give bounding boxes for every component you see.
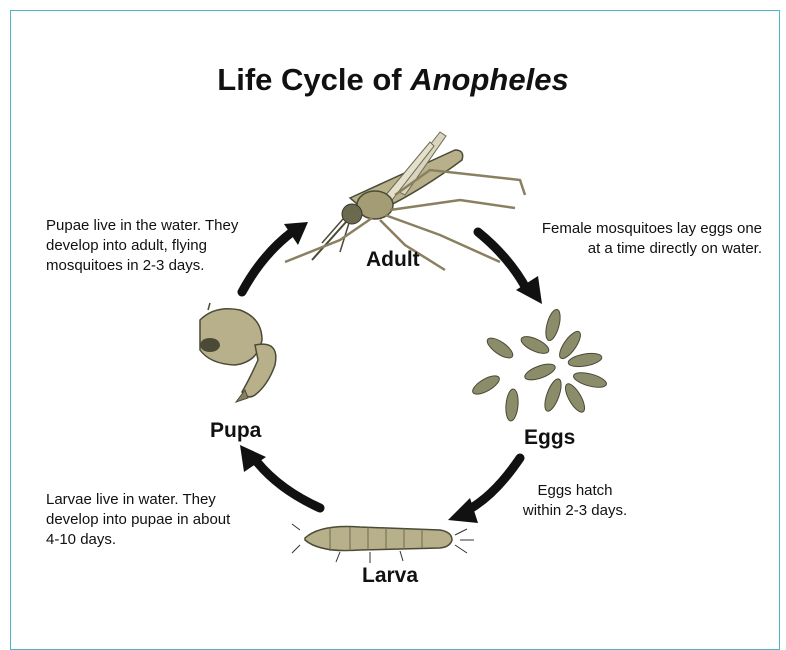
note-line: within 2-3 days. (520, 501, 630, 521)
note-line: Eggs hatch (520, 481, 630, 501)
note-line: Pupae live in the water. They (46, 216, 286, 236)
note-larva-to-pupa: Larvae live in water. They develop into … (46, 490, 286, 550)
eggs-illustration (470, 308, 608, 421)
note-line: at a time directly on water. (500, 239, 762, 259)
note-pupa-to-adult: Pupae live in the water. They develop in… (46, 216, 286, 276)
stage-label-larva: Larva (362, 564, 418, 588)
note-line: Female mosquitoes lay eggs one (500, 219, 762, 239)
note-line: develop into adult, flying (46, 236, 286, 256)
note-line: Larvae live in water. They (46, 490, 286, 510)
arrow-eggs-to-larva (468, 458, 520, 510)
note-adult-to-eggs: Female mosquitoes lay eggs one at a time… (500, 219, 762, 259)
note-line: mosquitoes in 2-3 days. (46, 256, 286, 276)
note-line: develop into pupae in about (46, 510, 286, 530)
note-line: 4-10 days. (46, 530, 286, 550)
stage-label-pupa: Pupa (210, 419, 261, 443)
pupa-illustration (200, 303, 276, 402)
larva-illustration (292, 524, 474, 563)
stage-label-adult: Adult (366, 248, 420, 272)
stage-label-eggs: Eggs (524, 426, 575, 450)
note-eggs-to-larva: Eggs hatch within 2-3 days. (520, 481, 630, 521)
